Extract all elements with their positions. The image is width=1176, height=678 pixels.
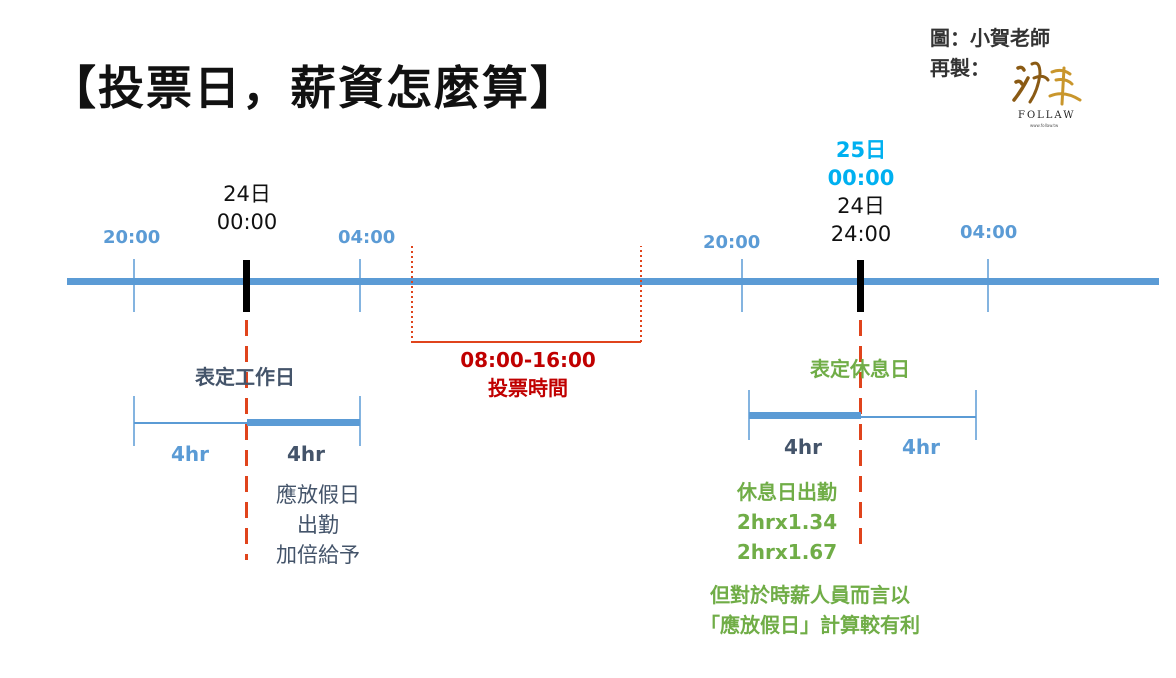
left-block-note: 應放假日 出勤 加倍給予 (276, 483, 360, 567)
tick-label-right-2000: 20:00 (703, 232, 761, 253)
marker-left (243, 260, 250, 312)
credit-author: 圖：小賀老師 (930, 26, 1050, 50)
timeline-axis (67, 278, 1159, 285)
left-seg1-label: 4hr (170, 442, 210, 466)
current-day: 24日 (837, 194, 885, 218)
tick-label-right-0400: 04:00 (960, 222, 1018, 243)
marker-right (857, 260, 864, 312)
credit-reproduced: 再製： (930, 56, 990, 80)
voting-bracket (411, 246, 642, 343)
footer-note: 但對於時薪人員而言以 「應放假日」計算較有利 (700, 583, 920, 637)
left-block-title: 表定工作日 (195, 365, 295, 389)
tick-label-left-0400: 04:00 (338, 227, 396, 248)
current-day-time: 24:00 (830, 222, 892, 246)
follaw-logo: FOLLAW www.follaw.tw (1010, 54, 1090, 128)
right-segment-thick (749, 412, 861, 419)
right-seg2-label: 4hr (901, 435, 941, 459)
logo-calligraphy-icon (1012, 61, 1082, 106)
page-title: 【投票日，薪資怎麼算】 (50, 61, 578, 115)
tick-label-left-2000: 20:00 (103, 227, 161, 248)
logo-text: FOLLAW (1018, 110, 1076, 121)
next-day-time: 00:00 (827, 166, 895, 190)
marker-right-label: 25日 00:00 24日 24:00 (820, 136, 902, 248)
right-seg1-label: 4hr (783, 435, 823, 459)
left-seg2-label: 4hr (286, 442, 326, 466)
next-day: 25日 (835, 138, 887, 162)
marker-left-label: 24日 00:00 (216, 182, 278, 234)
right-block-title: 表定休息日 (810, 357, 910, 381)
left-segment-thick (247, 419, 360, 426)
voting-label: 投票時間 (488, 376, 568, 400)
logo-site: www.follaw.tw (1030, 123, 1059, 128)
voting-hours: 08:00-16:00 (460, 348, 596, 372)
right-block-note: 休息日出勤 2hrx1.34 2hrx1.67 (736, 480, 838, 564)
